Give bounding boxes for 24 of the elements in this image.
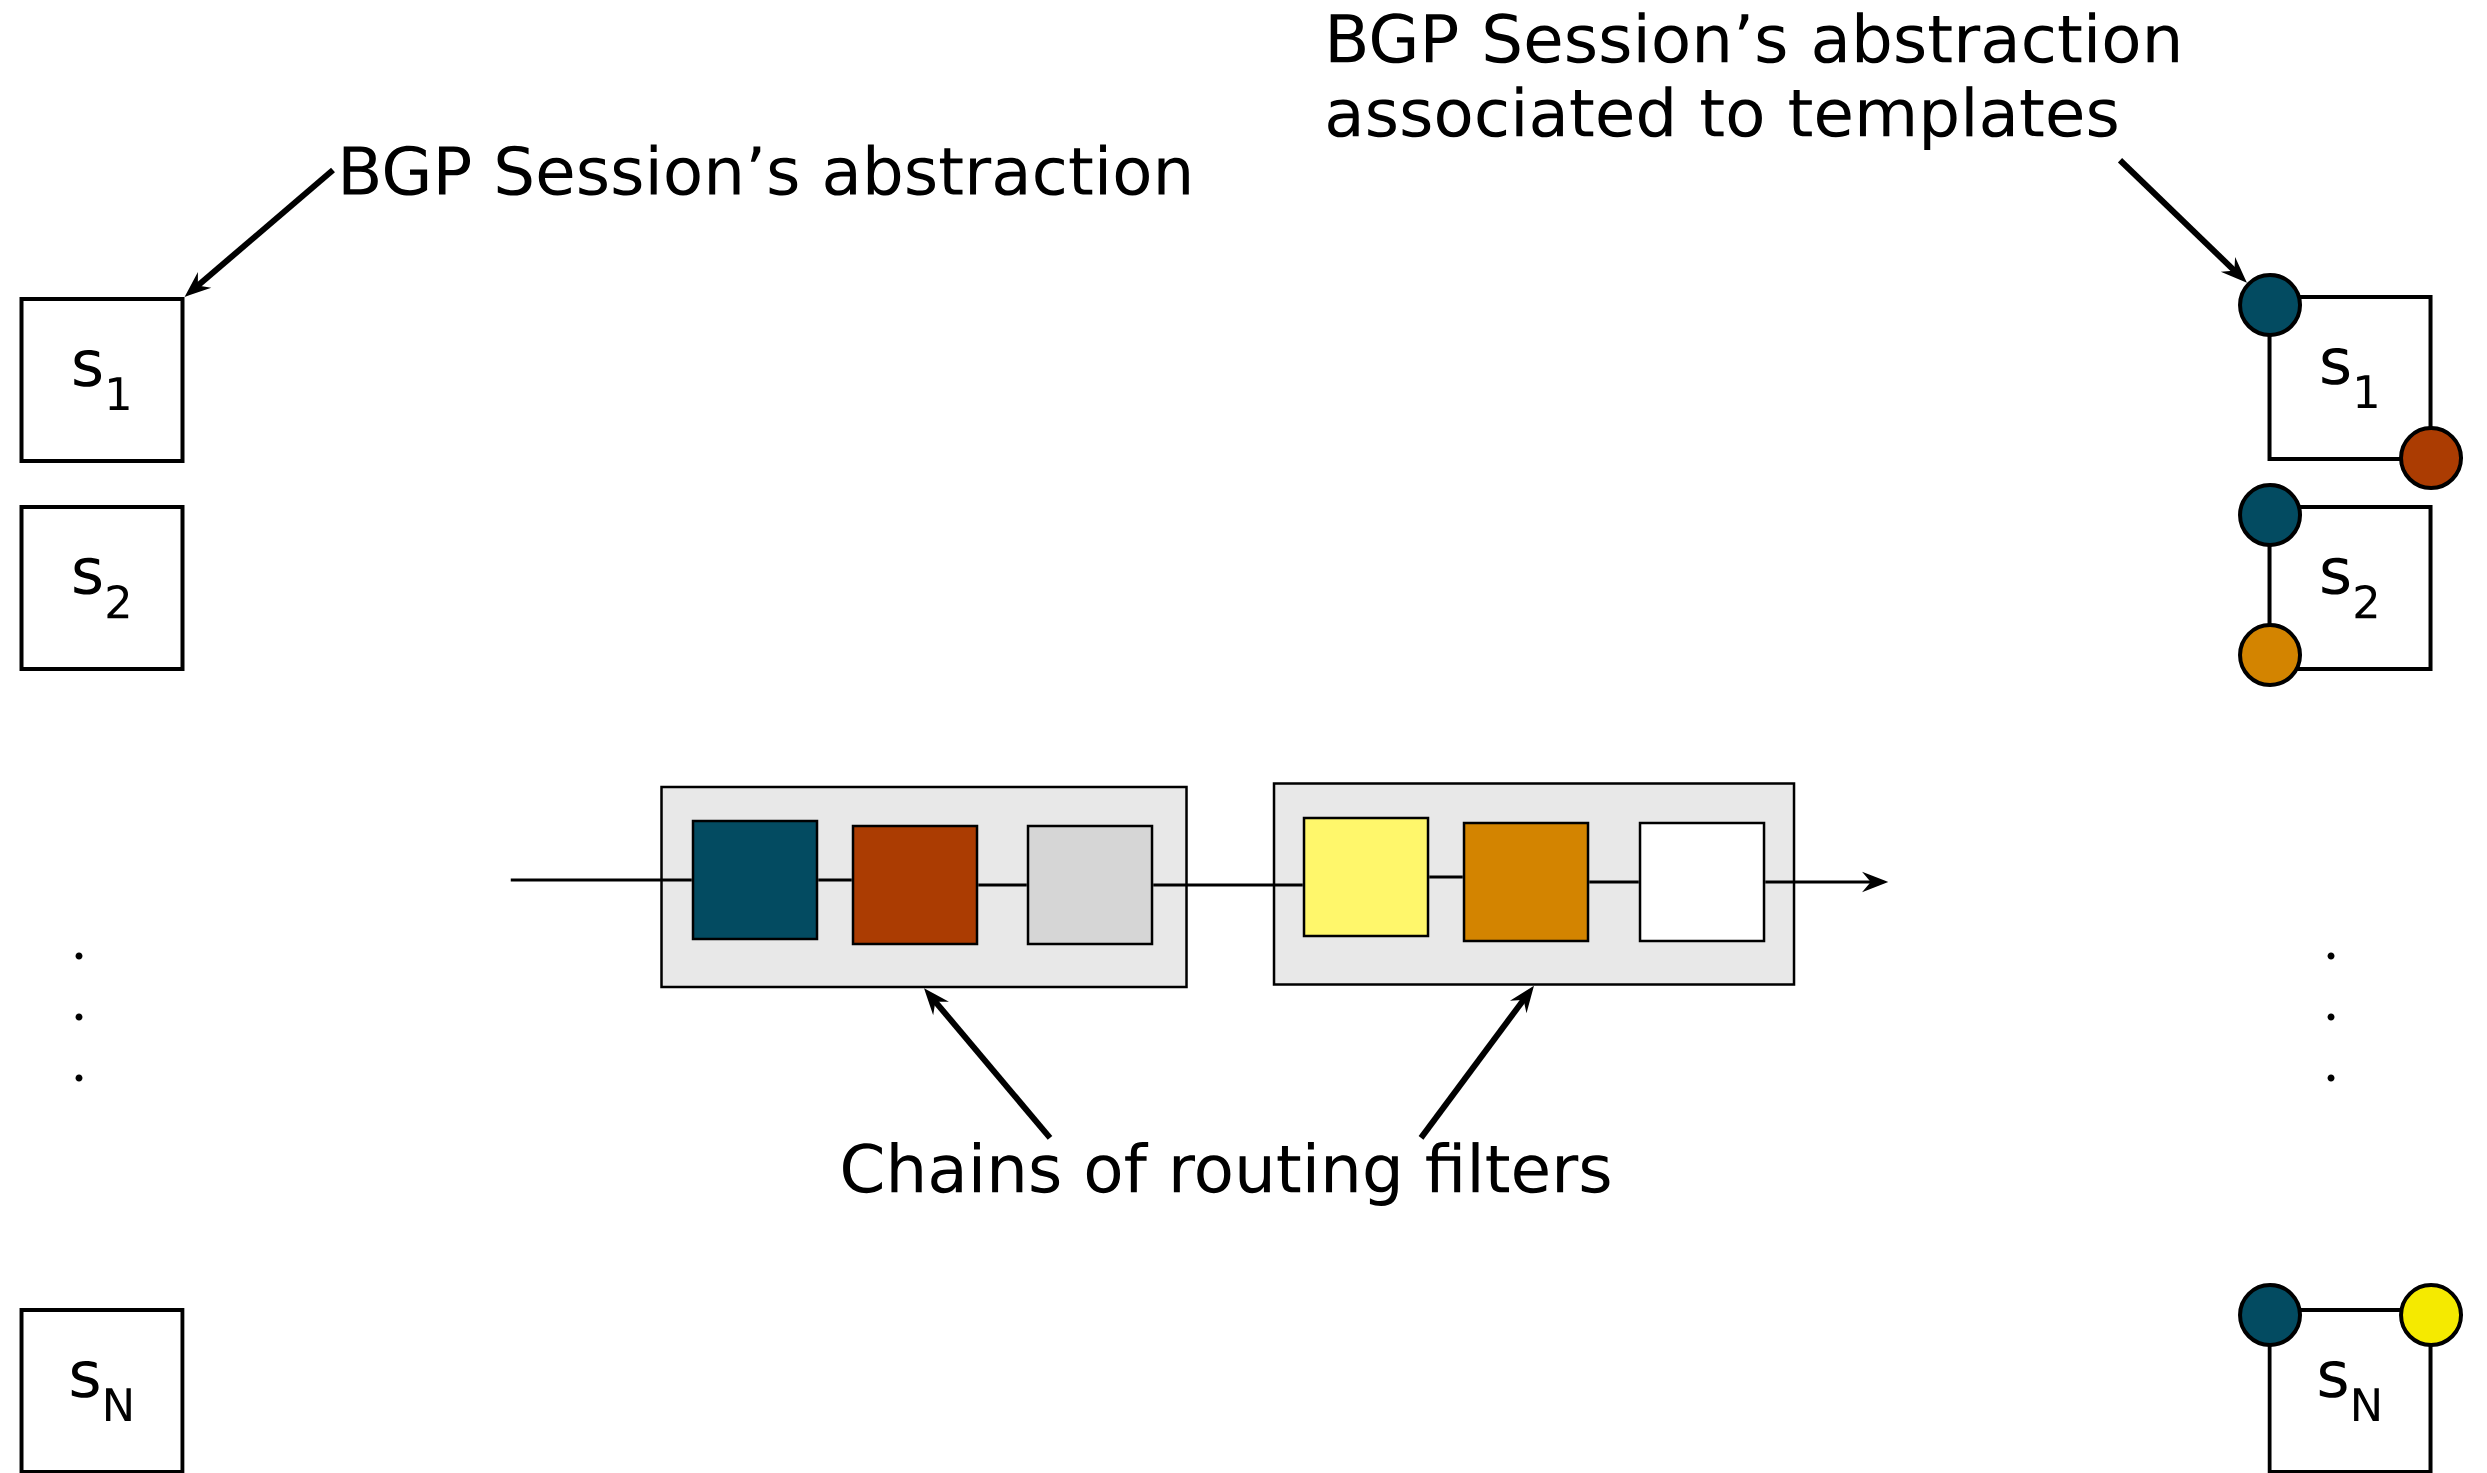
session-box: s$_{N}$ bbox=[19, 1308, 185, 1473]
filter-box bbox=[691, 819, 819, 941]
template-circle bbox=[2238, 1283, 2303, 1347]
session-box: s$_{1}$ bbox=[19, 297, 185, 463]
connector-line bbox=[1589, 880, 1639, 884]
connector-line bbox=[818, 878, 852, 882]
filter-box bbox=[851, 824, 979, 946]
session-box: s$_{2}$ bbox=[19, 505, 185, 671]
filter-box bbox=[1462, 821, 1590, 943]
filter-box bbox=[1026, 824, 1154, 946]
filter-box bbox=[1638, 821, 1766, 943]
connector-line bbox=[1429, 875, 1463, 879]
annotation-text: BGP Session’s abstraction bbox=[343, 144, 1189, 196]
connector-line bbox=[1153, 883, 1303, 887]
annotation-text: BGP Session’s abstraction associated to templates bbox=[1328, 12, 2178, 151]
annotation-text: Chains of routing filters bbox=[843, 1142, 1610, 1206]
template-circle bbox=[2238, 623, 2303, 687]
connector-line bbox=[978, 883, 1027, 887]
template-circle bbox=[2238, 273, 2303, 337]
template-circle bbox=[2399, 426, 2464, 490]
template-circle bbox=[2399, 1283, 2464, 1347]
filter-box bbox=[1302, 816, 1430, 938]
connector-line bbox=[510, 878, 692, 882]
template-circle bbox=[2238, 483, 2303, 547]
